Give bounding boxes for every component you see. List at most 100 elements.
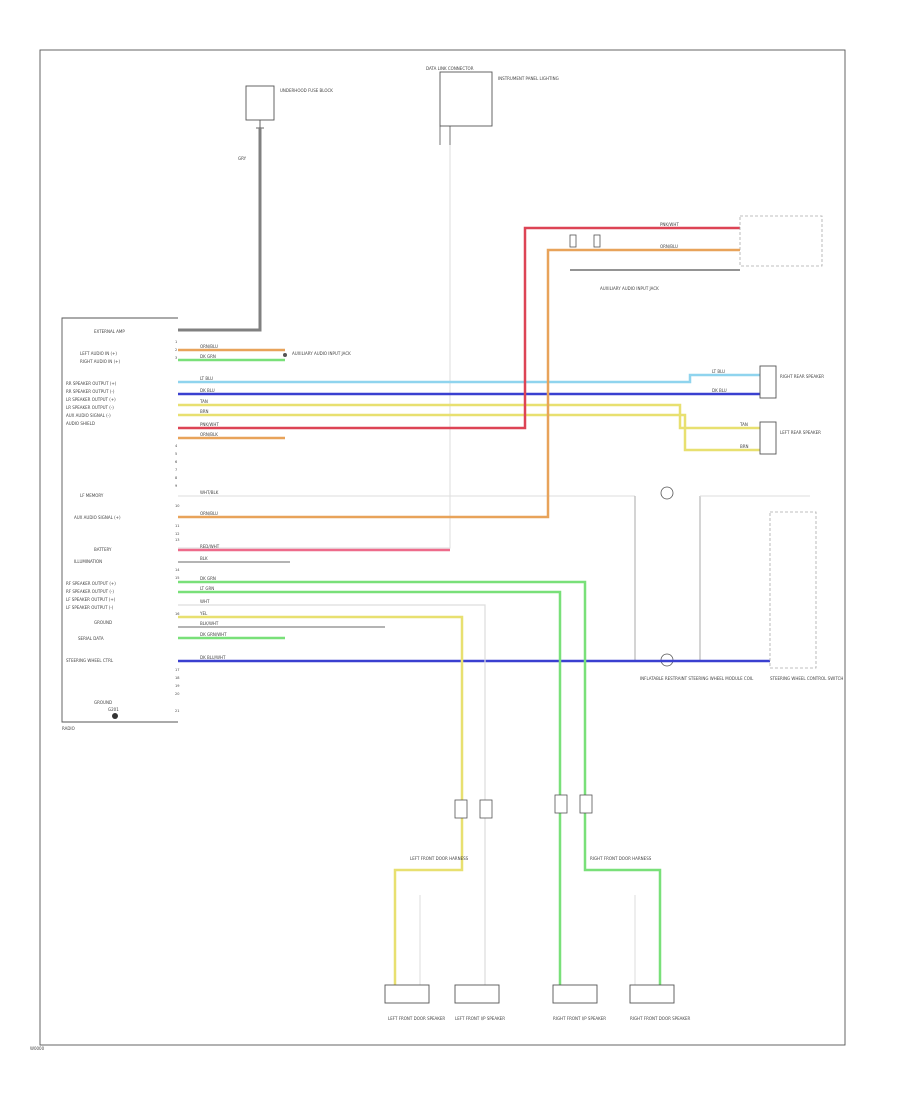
svg-text:ORN/BLU: ORN/BLU	[660, 244, 678, 249]
svg-text:1: 1	[175, 340, 177, 344]
wire-thin-top	[178, 145, 451, 549]
fuse-block: UNDERHOOD FUSE BLOCK	[245, 85, 333, 129]
svg-text:LR SPEAKER OUTPUT (+): LR SPEAKER OUTPUT (+)	[66, 397, 116, 402]
svg-text:WHT: WHT	[200, 599, 210, 604]
svg-text:7: 7	[175, 468, 177, 472]
radio-module: RADIO G201 EXTERNAL AMP LEFT AUDIO IN (+…	[61, 317, 178, 731]
svg-text:GROUND: GROUND	[94, 620, 112, 625]
svg-text:GROUND: GROUND	[94, 700, 112, 705]
svg-text:21: 21	[175, 709, 179, 713]
svg-text:RIGHT REAR SPEAKER: RIGHT REAR SPEAKER	[780, 374, 824, 379]
svg-text:STEERING WHEEL CONTROL SWITCH: STEERING WHEEL CONTROL SWITCH	[770, 676, 843, 681]
wire-lr-plus	[178, 403, 760, 430]
svg-text:13: 13	[175, 538, 179, 542]
data-link-connector: DATA LINK CONNECTOR INSTRUMENT PANEL LIG…	[426, 66, 559, 145]
svg-text:WHT/BLK: WHT/BLK	[200, 490, 219, 495]
svg-text:AUX AUDIO SIGNAL (+): AUX AUDIO SIGNAL (+)	[74, 515, 121, 520]
svg-text:10: 10	[175, 504, 179, 508]
svg-text:20: 20	[175, 692, 179, 696]
page-code: W0000	[30, 1046, 45, 1051]
svg-text:BRN: BRN	[740, 444, 749, 449]
svg-text:LT BLU: LT BLU	[712, 369, 725, 374]
svg-text:LT BLU: LT BLU	[200, 376, 213, 381]
svg-text:ILLUMINATION: ILLUMINATION	[74, 559, 102, 564]
svg-text:INSTRUMENT PANEL LIGHTING: INSTRUMENT PANEL LIGHTING	[498, 76, 559, 81]
svg-text:LT GRN: LT GRN	[200, 586, 214, 591]
svg-text:TAN: TAN	[199, 399, 208, 404]
right-front-door-speaker: RIGHT FRONT DOOR SPEAKER	[629, 984, 691, 1021]
svg-text:INFLATABLE RESTRAINT STEERING: INFLATABLE RESTRAINT STEERING WHEEL MODU…	[640, 676, 754, 681]
svg-text:LF MEMORY: LF MEMORY	[80, 493, 104, 498]
svg-text:RADIO: RADIO	[62, 726, 75, 731]
svg-text:SERIAL DATA: SERIAL DATA	[78, 636, 104, 641]
svg-text:9: 9	[175, 484, 177, 488]
svg-text:TAN: TAN	[739, 422, 748, 427]
svg-text:18: 18	[175, 676, 179, 680]
diagram-frame	[39, 49, 846, 1046]
svg-text:14: 14	[175, 568, 180, 572]
svg-text:STEERING WHEEL CTRL: STEERING WHEEL CTRL	[66, 658, 114, 663]
connector-markers	[569, 234, 601, 248]
left-front-dash-speaker: LEFT FRONT I/P SPEAKER	[454, 984, 505, 1021]
wire-gray-fuse	[178, 128, 262, 332]
wire-aux-plus	[178, 248, 740, 519]
wire-lr-minus	[178, 413, 760, 452]
steering-wheel-switch: STEERING WHEEL CONTROL SWITCH	[769, 511, 843, 681]
svg-text:LEFT REAR SPEAKER: LEFT REAR SPEAKER	[780, 430, 821, 435]
svg-text:RF SPEAKER OUTPUT (-): RF SPEAKER OUTPUT (-)	[66, 589, 114, 594]
svg-text:PNK/WHT: PNK/WHT	[660, 222, 679, 227]
svg-text:RIGHT FRONT I/P SPEAKER: RIGHT FRONT I/P SPEAKER	[553, 1016, 606, 1021]
svg-text:YEL: YEL	[199, 611, 208, 616]
svg-text:17: 17	[175, 668, 179, 672]
wire-rf-minus	[178, 590, 562, 985]
svg-text:LEFT FRONT DOOR SPEAKER: LEFT FRONT DOOR SPEAKER	[388, 1016, 445, 1021]
wire-aux-minus	[178, 226, 740, 430]
svg-text:DATA LINK CONNECTOR: DATA LINK CONNECTOR	[426, 66, 474, 71]
splice-right-harness: RIGHT FRONT DOOR HARNESS	[554, 794, 652, 861]
svg-text:RR SPEAKER OUTPUT (+): RR SPEAKER OUTPUT (+)	[66, 381, 117, 386]
clockspring: INFLATABLE RESTRAINT STEERING WHEEL MODU…	[634, 486, 754, 681]
svg-text:DK BLU: DK BLU	[200, 388, 215, 393]
svg-text:LF SPEAKER OUTPUT (-): LF SPEAKER OUTPUT (-)	[66, 605, 114, 610]
svg-text:RIGHT FRONT DOOR SPEAKER: RIGHT FRONT DOOR SPEAKER	[630, 1016, 691, 1021]
svg-text:LEFT FRONT DOOR HARNESS: LEFT FRONT DOOR HARNESS	[410, 856, 469, 861]
svg-text:ORN/BLU: ORN/BLU	[200, 511, 218, 516]
svg-text:4: 4	[175, 444, 178, 448]
splice-left-harness: LEFT FRONT DOOR HARNESS	[410, 799, 493, 861]
left-front-door-speaker: LEFT FRONT DOOR SPEAKER	[384, 984, 445, 1021]
svg-text:ORN/BLK: ORN/BLK	[200, 432, 218, 437]
ground-symbol	[112, 713, 118, 719]
svg-text:GRY: GRY	[238, 156, 247, 161]
svg-text:LR SPEAKER OUTPUT (-): LR SPEAKER OUTPUT (-)	[66, 405, 114, 410]
svg-text:11: 11	[175, 524, 179, 528]
svg-text:BATTERY: BATTERY	[94, 547, 112, 552]
svg-text:DK GRN: DK GRN	[200, 576, 216, 581]
svg-text:DK GRN: DK GRN	[200, 354, 216, 359]
svg-text:LF SPEAKER OUTPUT (+): LF SPEAKER OUTPUT (+)	[66, 597, 116, 602]
svg-text:AUX AUDIO SIGNAL (-): AUX AUDIO SIGNAL (-)	[66, 413, 111, 418]
svg-text:BRN: BRN	[200, 409, 209, 414]
connector-aux-in	[283, 353, 287, 357]
svg-text:DK BLU: DK BLU	[712, 388, 727, 393]
svg-text:AUDIO SHIELD: AUDIO SHIELD	[66, 421, 95, 426]
wire-lf-minus	[178, 615, 464, 985]
svg-text:12: 12	[175, 532, 179, 536]
wire-rf-plus	[178, 580, 662, 985]
wire-lf-plus	[178, 604, 486, 985]
svg-text:6: 6	[175, 460, 177, 464]
svg-text:AUXILIARY AUDIO INPUT JACK: AUXILIARY AUDIO INPUT JACK	[600, 286, 659, 291]
svg-text:8: 8	[175, 476, 177, 480]
right-front-dash-speaker: RIGHT FRONT I/P SPEAKER	[552, 984, 606, 1021]
aux-input-jack: AUXILIARY AUDIO INPUT JACK	[570, 215, 823, 291]
svg-text:BLK/WHT: BLK/WHT	[200, 621, 219, 626]
svg-text:RIGHT FRONT DOOR HARNESS: RIGHT FRONT DOOR HARNESS	[590, 856, 652, 861]
svg-text:LEFT FRONT I/P SPEAKER: LEFT FRONT I/P SPEAKER	[455, 1016, 505, 1021]
svg-text:3: 3	[175, 356, 177, 360]
svg-text:DK GRN/WHT: DK GRN/WHT	[200, 632, 227, 637]
svg-text:ORN/BLU: ORN/BLU	[200, 344, 218, 349]
svg-text:EXTERNAL AMP: EXTERNAL AMP	[94, 329, 125, 334]
svg-text:RF SPEAKER OUTPUT (+): RF SPEAKER OUTPUT (+)	[66, 581, 116, 586]
svg-text:PNK/WHT: PNK/WHT	[200, 422, 219, 427]
